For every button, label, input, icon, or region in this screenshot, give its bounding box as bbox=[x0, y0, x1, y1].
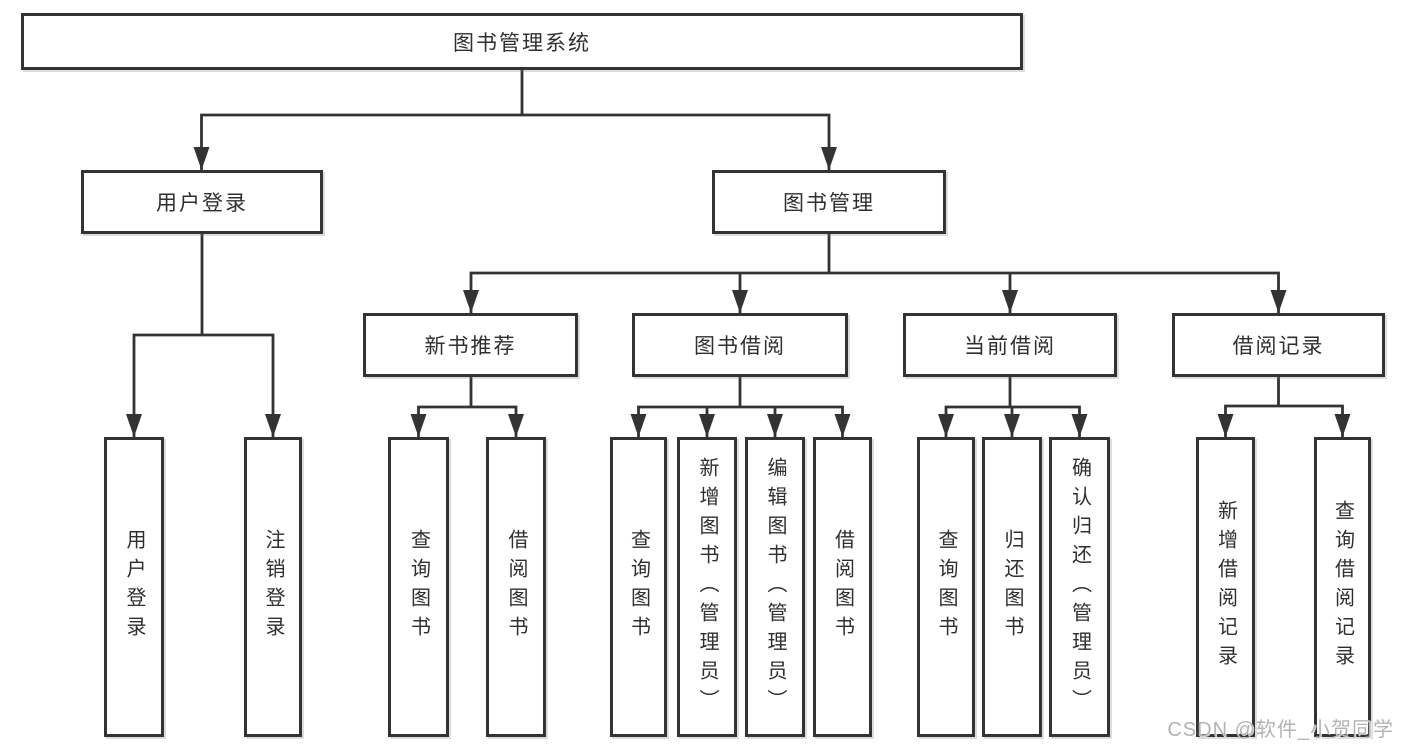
node-book-management: 图书管理 bbox=[712, 170, 946, 234]
connector-user-login bbox=[132, 234, 275, 437]
leaf-user-login: 用户登录 bbox=[104, 437, 164, 737]
arrowheads bbox=[126, 147, 1351, 437]
node-root: 图书管理系统 bbox=[21, 13, 1023, 70]
leaf-add-borrow-record: 新增借阅记录 bbox=[1196, 437, 1255, 737]
connector-new-book-recommend bbox=[417, 377, 518, 437]
connector-root bbox=[200, 69, 831, 170]
node-book-borrowing: 图书借阅 bbox=[632, 313, 848, 377]
node-new-book-recommend: 新书推荐 bbox=[363, 313, 578, 377]
node-current-borrowing: 当前借阅 bbox=[903, 313, 1117, 377]
leaf-edit-books-admin: 编辑图书（管理员） bbox=[745, 437, 805, 737]
leaf-query-books-current: 查询图书 bbox=[917, 437, 975, 737]
leaf-logout-login: 注销登录 bbox=[244, 437, 302, 737]
node-user-login: 用户登录 bbox=[81, 170, 323, 234]
leaf-confirm-return-admin: 确认归还（管理员） bbox=[1049, 437, 1110, 737]
leaf-query-books-recommend: 查询图书 bbox=[388, 437, 449, 737]
leaf-query-borrow-record: 查询借阅记录 bbox=[1314, 437, 1371, 737]
node-borrowing-records: 借阅记录 bbox=[1172, 313, 1385, 377]
leaf-return-books: 归还图书 bbox=[982, 437, 1042, 737]
connector-borrowing-records bbox=[1224, 377, 1344, 437]
leaf-query-books-borrowing: 查询图书 bbox=[610, 437, 667, 737]
watermark: CSDN @软件_小贺同学 bbox=[1167, 719, 1394, 741]
leaf-borrow-books-recommend: 借阅图书 bbox=[486, 437, 546, 737]
leaf-add-books-admin: 新增图书（管理员） bbox=[677, 437, 737, 737]
connector-book-borrowing bbox=[637, 377, 844, 437]
leaf-borrow-books-borrowing: 借阅图书 bbox=[813, 437, 872, 737]
connector-book-management bbox=[469, 234, 1280, 313]
